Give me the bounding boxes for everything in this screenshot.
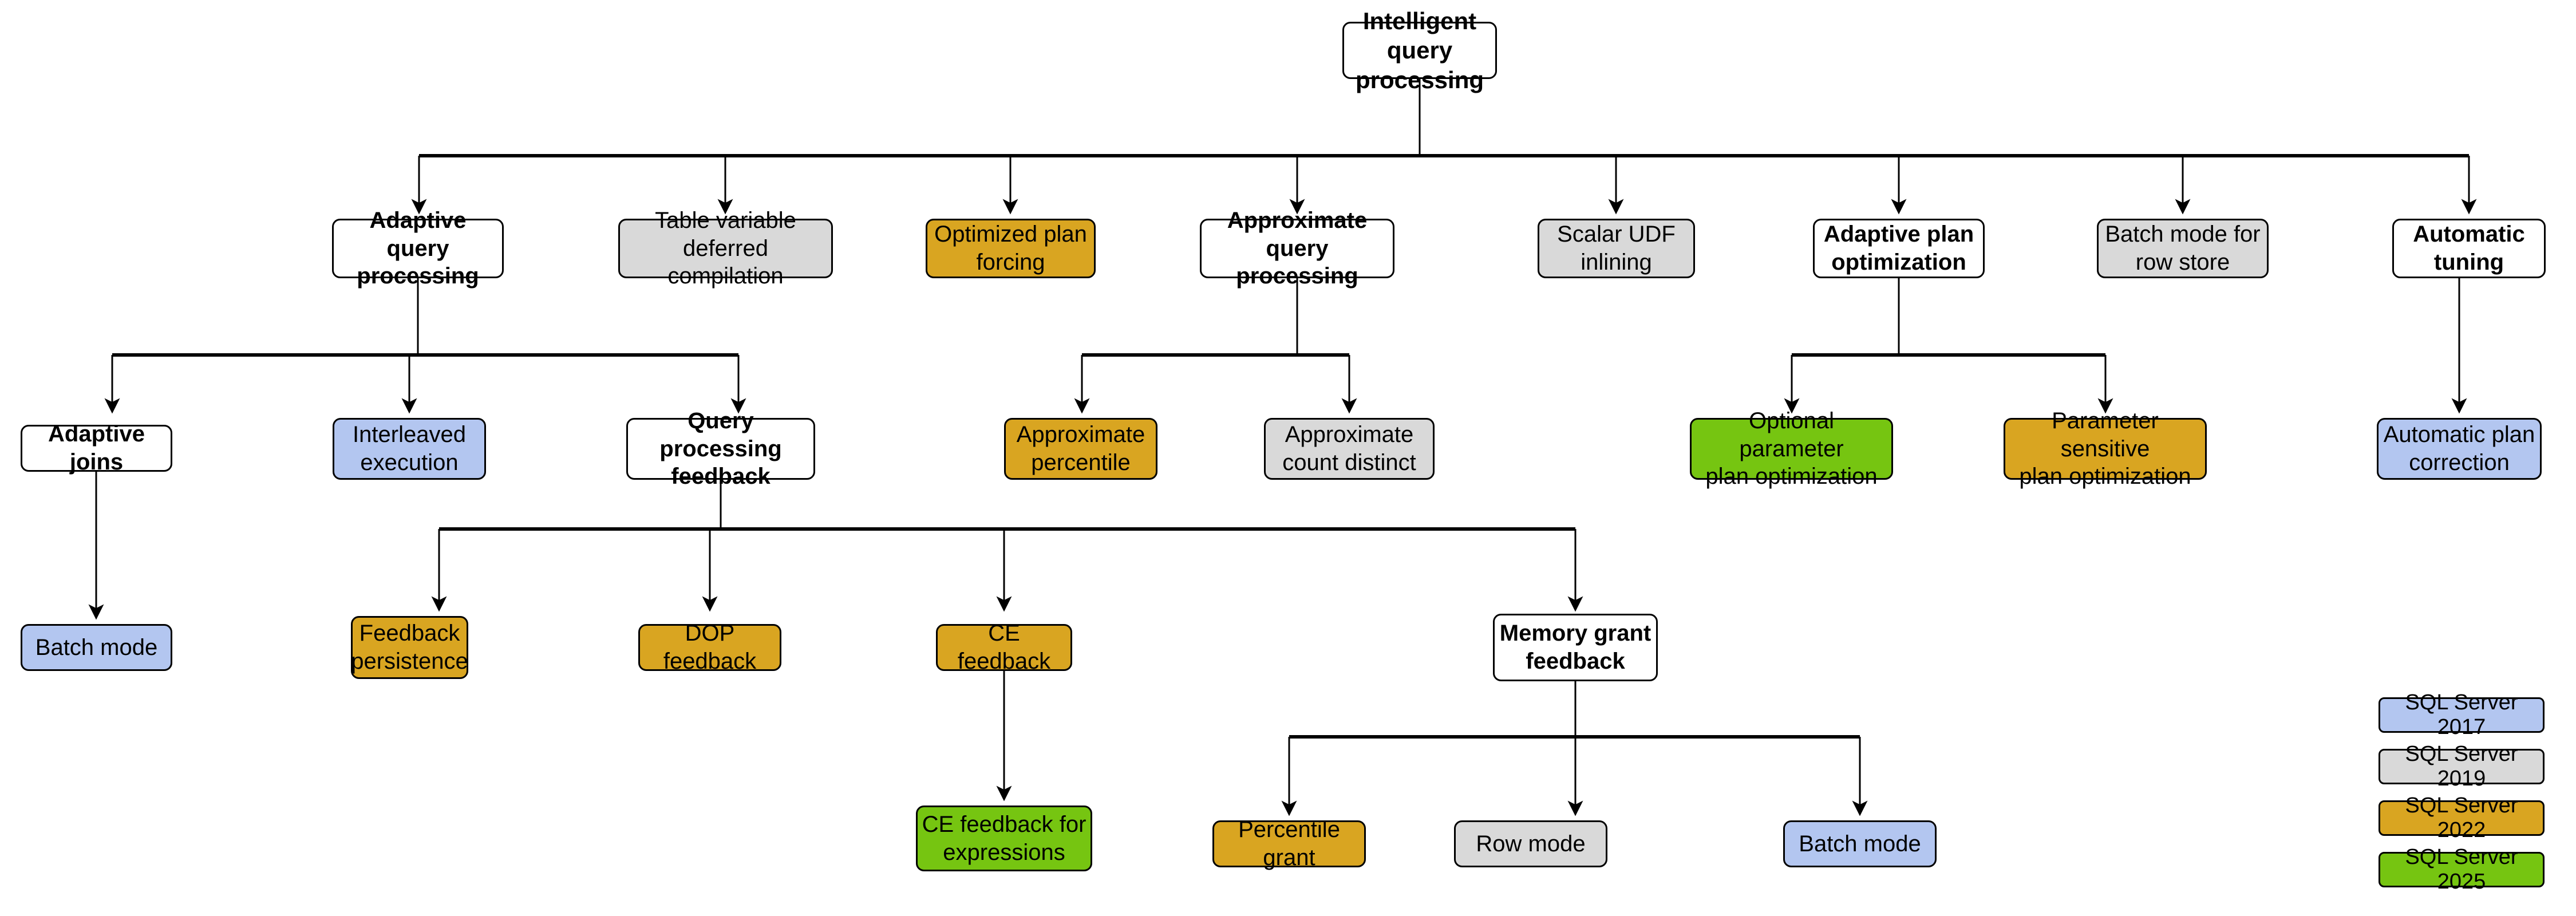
node-adaptive-plan-optimization[interactable]: Adaptive plan optimization xyxy=(1813,219,1985,278)
node-parameter-sensitive-plan-optimization[interactable]: Parameter sensitive plan optimization xyxy=(2004,408,2207,489)
node-adaptive-joins[interactable]: Adaptive joins xyxy=(21,421,172,475)
node-interleaved-execution[interactable]: Interleaved execution xyxy=(333,418,486,480)
node-batch-mode-for-row-store[interactable]: Batch mode for row store xyxy=(2097,219,2269,278)
node-automatic-tuning[interactable]: Automatic tuning xyxy=(2392,219,2546,278)
node-feedback-persistence[interactable]: Feedback persistence xyxy=(351,616,468,679)
node-approximate-count-distinct[interactable]: Approximate count distinct xyxy=(1264,418,1435,480)
node-automatic-plan-correction[interactable]: Automatic plan correction xyxy=(2377,418,2542,480)
node-ce-feedback-for-expressions[interactable]: CE feedback for expressions xyxy=(916,806,1092,871)
node-optional-parameter-plan-optimization[interactable]: Optional parameter plan optimization xyxy=(1690,408,1893,489)
node-row-mode[interactable]: Row mode xyxy=(1454,820,1607,867)
node-optimized-plan-forcing[interactable]: Optimized plan forcing xyxy=(926,219,1096,278)
node-batch-mode[interactable]: Batch mode xyxy=(1783,820,1937,867)
legend-item-sql-server-2022: SQL Server 2022 xyxy=(2379,793,2545,842)
node-batch-mode[interactable]: Batch mode xyxy=(21,624,172,671)
node-adaptive-query-processing[interactable]: Adaptive query processing xyxy=(332,208,504,289)
legend-item-sql-server-2017: SQL Server 2017 xyxy=(2379,690,2545,739)
node-scalar-udf-inlining[interactable]: Scalar UDF inlining xyxy=(1538,219,1695,278)
node-percentile-grant[interactable]: Percentile grant xyxy=(1212,817,1366,870)
node-table-variable-deferred-compilation[interactable]: Table variable deferred compilation xyxy=(618,208,833,289)
node-ce-feedback[interactable]: CE feedback xyxy=(936,621,1072,674)
legend-item-sql-server-2025: SQL Server 2025 xyxy=(2379,845,2545,894)
node-memory-grant-feedback[interactable]: Memory grant feedback xyxy=(1493,614,1658,681)
legend-item-sql-server-2019: SQL Server 2019 xyxy=(2379,742,2545,791)
node-approximate-query-processing[interactable]: Approximate query processing xyxy=(1200,208,1394,289)
node-query-processing-feedback[interactable]: Query processing feedback xyxy=(626,408,815,489)
node-dop-feedback[interactable]: DOP feedback xyxy=(638,621,781,674)
node-intelligent-query-processing[interactable]: Intelligent query processing xyxy=(1342,7,1497,93)
node-approximate-percentile[interactable]: Approximate percentile xyxy=(1004,418,1157,480)
